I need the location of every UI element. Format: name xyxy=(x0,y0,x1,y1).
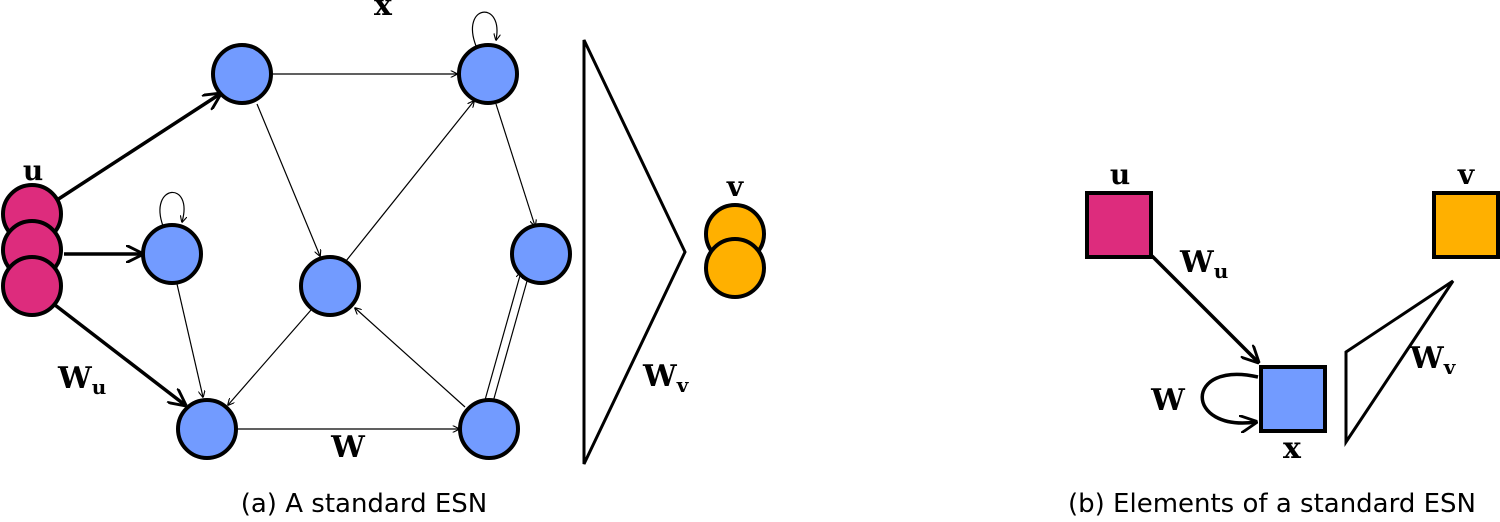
self-loop-mid-left xyxy=(159,191,184,227)
input-weight-edge xyxy=(1150,254,1258,362)
input-nodes xyxy=(1,183,63,317)
output-node-2 xyxy=(704,237,766,299)
output-weight-label: Wv xyxy=(1409,341,1457,379)
reservoir-node-bottom-left xyxy=(176,398,238,460)
panel-a: x u v Wu W Wv (a) A standard ESN xyxy=(1,0,766,519)
edge-top-left-to-center xyxy=(256,103,320,256)
reservoir-node-top-right xyxy=(457,43,519,105)
input-edge-top xyxy=(56,94,220,202)
recurrent-weight-label: W xyxy=(330,430,366,465)
output-weight-triangle xyxy=(1344,279,1455,447)
edge-bottom-right-to-right-b xyxy=(492,274,529,403)
edge-center-to-top-right xyxy=(345,101,474,262)
edge-mid-left-to-bottom-left xyxy=(176,283,203,397)
caption-b: (b) Elements of a standard ESN xyxy=(1068,489,1476,519)
self-loop-top-right xyxy=(471,11,497,47)
reservoir-node-top-left xyxy=(211,43,273,105)
output-label: v xyxy=(1457,158,1475,191)
reservoir-node-bottom-right xyxy=(458,398,520,460)
recurrent-weight-label: W xyxy=(1150,383,1186,418)
input-node-3 xyxy=(1,255,63,317)
state-label: x xyxy=(1283,431,1302,466)
input-label: u xyxy=(1110,158,1130,191)
edge-bottom-right-to-right-a xyxy=(484,272,521,401)
reservoir-edges xyxy=(159,11,535,429)
input-weight-label: Wu xyxy=(57,361,106,399)
panel-b: u v x Wu W Wv (b) Elements of a standard… xyxy=(1068,158,1500,519)
input-edges xyxy=(53,94,220,405)
output-square xyxy=(1432,191,1500,259)
input-square xyxy=(1085,191,1153,259)
reservoir-node-mid-left xyxy=(141,223,203,285)
state-label: x xyxy=(374,0,393,23)
reservoir-nodes xyxy=(141,43,572,460)
output-label: v xyxy=(726,170,744,203)
caption-a: (a) A standard ESN xyxy=(241,489,488,519)
edge-top-right-to-right xyxy=(495,103,535,226)
input-edge-bottom xyxy=(53,303,185,405)
input-weight-label: Wu xyxy=(1179,245,1228,283)
output-weight-triangle xyxy=(582,39,687,465)
reservoir-node-right xyxy=(510,223,572,285)
recurrent-self-loop xyxy=(1200,372,1258,423)
output-weight-label: Wv xyxy=(642,359,690,397)
edge-bottom-right-to-center xyxy=(355,308,466,408)
edge-center-to-bottom-left xyxy=(228,309,312,405)
input-label: u xyxy=(23,154,43,187)
reservoir-node-center xyxy=(299,255,361,317)
state-square xyxy=(1259,365,1327,433)
output-nodes xyxy=(704,203,766,299)
